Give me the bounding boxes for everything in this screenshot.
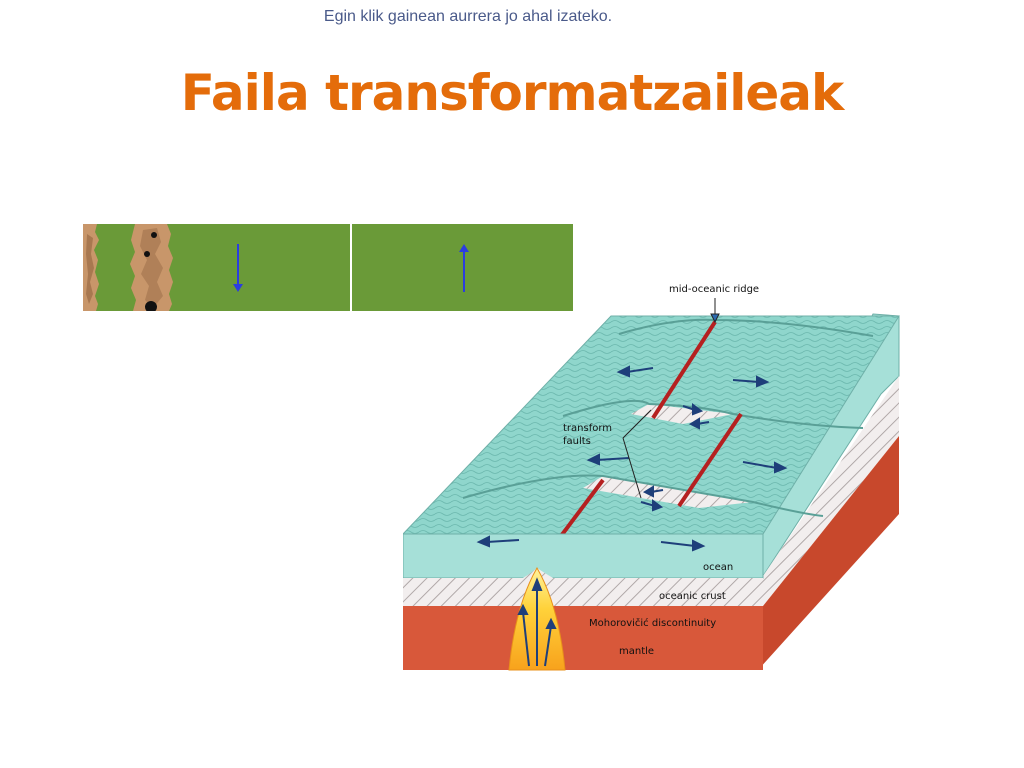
ridge-crest-lower: [462, 474, 824, 517]
label-ocean: ocean: [703, 562, 733, 573]
side-face-crust: [763, 376, 899, 606]
front-crust: [403, 568, 763, 606]
ridge-segment-middle: [677, 412, 743, 508]
label-transform: transform: [563, 423, 612, 434]
rock-dot: [144, 251, 150, 257]
up-arrow-icon: [459, 244, 469, 292]
rock-dot: [151, 232, 157, 238]
upwelling-arrows-icon: [517, 577, 557, 667]
animation-svg: [83, 224, 573, 313]
ridge-segment-upper: [651, 320, 717, 420]
label-faults: faults: [563, 436, 591, 447]
sediment-band-center-shade: [140, 228, 163, 308]
label-oceanic-crust: oceanic crust: [659, 591, 726, 602]
label-mid-oceanic-ridge: mid-oceanic ridge: [669, 284, 759, 295]
transform-fault-animation[interactable]: [83, 224, 573, 313]
slide-title: Faila transformatzaileak: [180, 64, 845, 122]
block-diagram-svg: mid-oceanic ridge transform faults ocean…: [401, 284, 900, 671]
down-arrow-icon: [233, 244, 243, 292]
spreading-arrows-icon: [476, 365, 788, 552]
front-mantle: [403, 606, 763, 670]
ridge-crest-upper: [618, 318, 874, 337]
label-mantle: mantle: [619, 646, 654, 657]
label-leader-lines: [622, 298, 720, 499]
fault-line: [350, 224, 352, 311]
front-ocean: [402, 533, 764, 579]
right-plate: [352, 224, 573, 311]
side-face-mantle: [758, 436, 899, 670]
ridge-block-diagram: mid-oceanic ridge transform faults ocean…: [401, 276, 903, 672]
left-plate: [83, 224, 350, 311]
rock-dot: [145, 301, 157, 313]
ridge-crest-middle: [562, 399, 864, 429]
fault-gap-lower: [583, 476, 753, 508]
label-moho: Mohorovičić discontinuity: [589, 617, 716, 629]
click-hint: Egin klik gainean aurrera jo ahal izatek…: [323, 8, 613, 25]
sediment-band-left-shade: [86, 234, 94, 304]
